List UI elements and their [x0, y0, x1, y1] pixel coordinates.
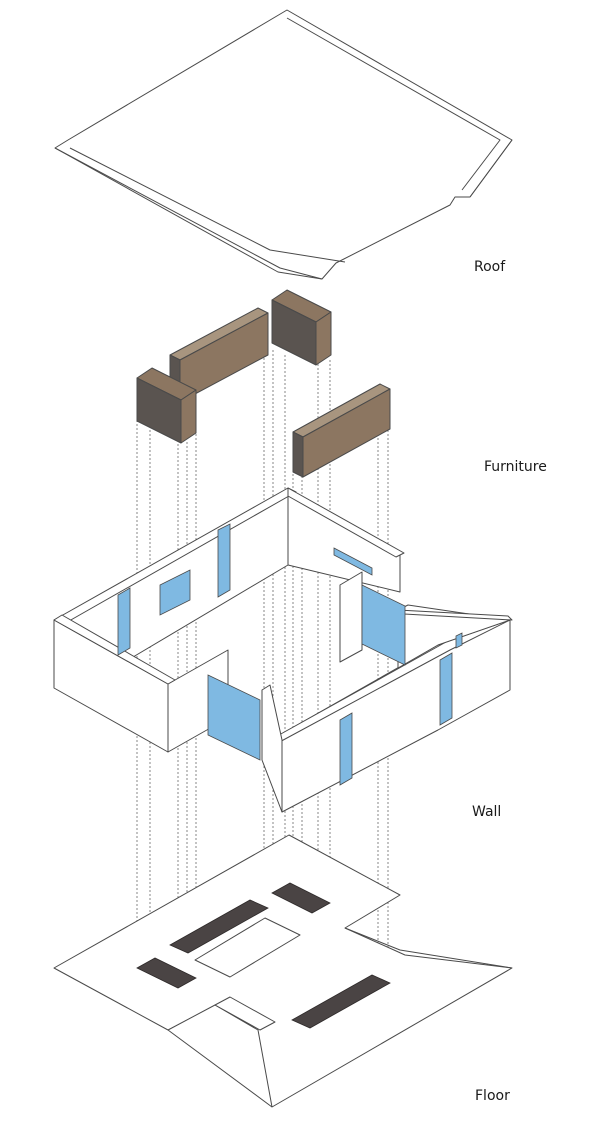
floor-inlay-long-right	[291, 974, 391, 1029]
furniture-block-small-b-side	[315, 311, 332, 366]
glass-pane-back-right-window	[333, 547, 373, 576]
furniture-label: Furniture	[484, 459, 547, 475]
glass-pane-front-right	[439, 652, 453, 726]
floor-inlays	[136, 882, 391, 1029]
wall-back-right-top	[287, 487, 405, 558]
floor-slab	[53, 834, 513, 1108]
furniture-layer	[136, 289, 391, 478]
wall-front-left-top	[53, 614, 176, 685]
floor-step	[214, 996, 276, 1031]
glass-pane-corner	[207, 674, 261, 761]
furniture-block-small-a-side	[180, 389, 197, 444]
glass-pane-partition	[361, 584, 406, 666]
roof-front-edge	[54, 147, 323, 280]
floor-layer	[53, 834, 513, 1108]
furniture-block-long-b-end	[292, 431, 304, 478]
roof-inner-edge	[69, 147, 346, 263]
glass-pane-back-left-a	[117, 587, 131, 656]
glass-pane-back-left-window	[159, 569, 191, 616]
glass-pane-right-wing	[455, 632, 463, 649]
floor-inlay-small-left	[136, 957, 197, 989]
glass-pane-front-mid	[339, 712, 353, 786]
roof-ridge-edge	[286, 17, 501, 191]
roof-layer	[54, 9, 513, 280]
floor-right-edge	[344, 927, 513, 969]
wall-label: Wall	[472, 804, 502, 820]
wall-partition-mid	[339, 571, 363, 663]
roof-right-edge	[469, 139, 513, 198]
wall-corner-piece	[261, 684, 283, 813]
floor-inlay-long-left	[169, 899, 269, 954]
glass-panes	[117, 523, 463, 786]
floor-inlay-small-right	[271, 882, 331, 914]
floor-void	[194, 917, 301, 978]
roof-label: Roof	[474, 259, 506, 275]
roof-top-surface	[54, 9, 513, 280]
glass-pane-back-left-b	[217, 523, 231, 598]
floor-label: Floor	[475, 1088, 510, 1104]
